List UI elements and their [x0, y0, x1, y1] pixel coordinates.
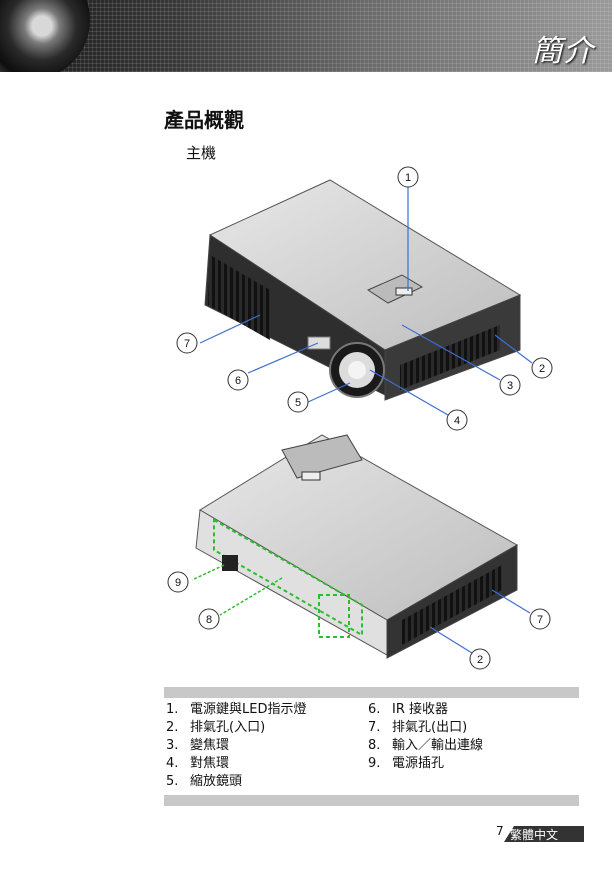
callout-6: 6: [235, 375, 241, 387]
list-item: 1.電源鍵與LED指示燈: [166, 702, 307, 717]
callout-3: 3: [507, 380, 513, 392]
projector-rear-illustration: 9 8 7 2: [167, 434, 551, 670]
legend-top-bar: [164, 687, 579, 698]
legend-bottom-bar: [164, 795, 579, 806]
callout-7: 7: [184, 338, 190, 350]
legend-left-list: 1.電源鍵與LED指示燈 2.排氣孔(入口) 3.變焦環 4.對焦環 5.縮放鏡…: [166, 701, 306, 791]
section-heading: 產品概觀: [164, 108, 244, 132]
list-item: 6.IR 接收器: [368, 702, 448, 717]
list-item: 4.對焦環: [166, 756, 230, 771]
callout-5: 5: [295, 397, 301, 409]
callout-2b: 2: [477, 654, 483, 666]
callout-9: 9: [175, 577, 181, 589]
list-item: 3.變焦環: [166, 738, 230, 753]
header-grid-pattern: [0, 0, 612, 72]
legend-right-list: 6.IR 接收器 7.排氣孔(出口) 8.輸入／輸出連線 9.電源插孔: [368, 701, 483, 773]
callout-4: 4: [454, 415, 460, 427]
chapter-title: 簡介: [532, 34, 594, 69]
footer-language: 繁體中文: [510, 828, 559, 842]
callout-7b: 7: [537, 614, 543, 626]
header-banner: 簡介: [0, 0, 612, 72]
list-item: 7.排氣孔(出口): [368, 720, 468, 735]
projector-front-illustration: 1 2 3 4 5 6 7: [176, 166, 553, 431]
list-item: 9.電源插孔: [368, 756, 445, 771]
callout-1: 1: [405, 172, 411, 184]
page-number: 7: [496, 824, 504, 838]
callout-2: 2: [539, 363, 545, 375]
section-subheading: 主機: [186, 144, 217, 162]
list-item: 8.輸入／輸出連線: [368, 738, 484, 753]
footer-tab: [504, 826, 584, 842]
list-item: 2.排氣孔(入口): [166, 720, 266, 735]
list-item: 5.縮放鏡頭: [166, 774, 243, 789]
callout-8: 8: [206, 614, 212, 626]
